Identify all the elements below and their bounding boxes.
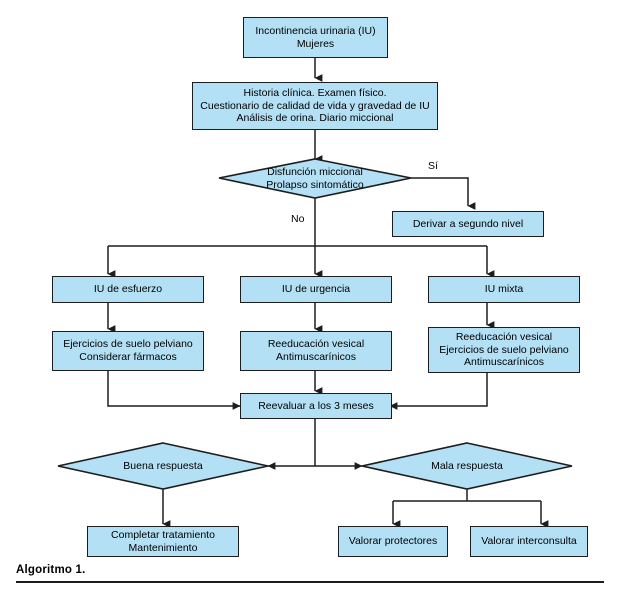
decision-node-buena-respuesta-shape [57, 442, 269, 490]
node-completar-tratamiento[interactable]: Completar tratamiento Mantenimiento [87, 526, 239, 557]
node-tratamiento-urgencia[interactable]: Reeducación vesical Antimuscarínicos [240, 331, 392, 371]
node-historia-clinica[interactable]: Historia clínica. Examen físico. Cuestio… [192, 82, 438, 130]
node-incontinencia-urinaria[interactable]: Incontinencia urinaria (IU) Mujeres [243, 17, 388, 58]
node-reevaluar-3-meses[interactable]: Reevaluar a los 3 meses [240, 393, 392, 419]
node-valorar-protectores[interactable]: Valorar protectores [338, 526, 448, 557]
node-buena-respuesta-label[interactable]: Buena respuesta [123, 459, 203, 472]
edge-decision-yes-to-refer [411, 177, 476, 210]
node-mala-respuesta-label[interactable]: Mala respuesta [431, 459, 503, 472]
caption-divider [16, 581, 604, 583]
edge-label-no: No [291, 213, 305, 225]
node-disfuncion-miccional-label[interactable]: Disfunción miccional Prolapso sintomátic… [266, 165, 364, 191]
node-tratamiento-esfuerzo[interactable]: Ejercicios de suelo pelviano Considerar … [52, 331, 204, 371]
node-iu-esfuerzo[interactable]: IU de esfuerzo [52, 276, 204, 303]
node-derivar-segundo-nivel[interactable]: Derivar a segundo nivel [392, 211, 544, 237]
edge-mixed-tx-to-reassess [389, 373, 488, 410]
node-iu-mixta[interactable]: IU mixta [428, 276, 580, 303]
node-tratamiento-mixta[interactable]: Reeducación vesical Ejercicios de suelo … [428, 327, 580, 373]
node-iu-urgencia[interactable]: IU de urgencia [240, 276, 392, 303]
node-valorar-interconsulta[interactable]: Valorar interconsulta [470, 526, 588, 557]
edge-label-si: Sí [428, 160, 438, 172]
edge-stress-tx-to-reassess [107, 371, 241, 410]
decision-node-mala-respuesta-shape [361, 442, 573, 490]
decision-node-miccional-shape [218, 158, 412, 199]
figure-caption: Algoritmo 1. [16, 564, 86, 576]
